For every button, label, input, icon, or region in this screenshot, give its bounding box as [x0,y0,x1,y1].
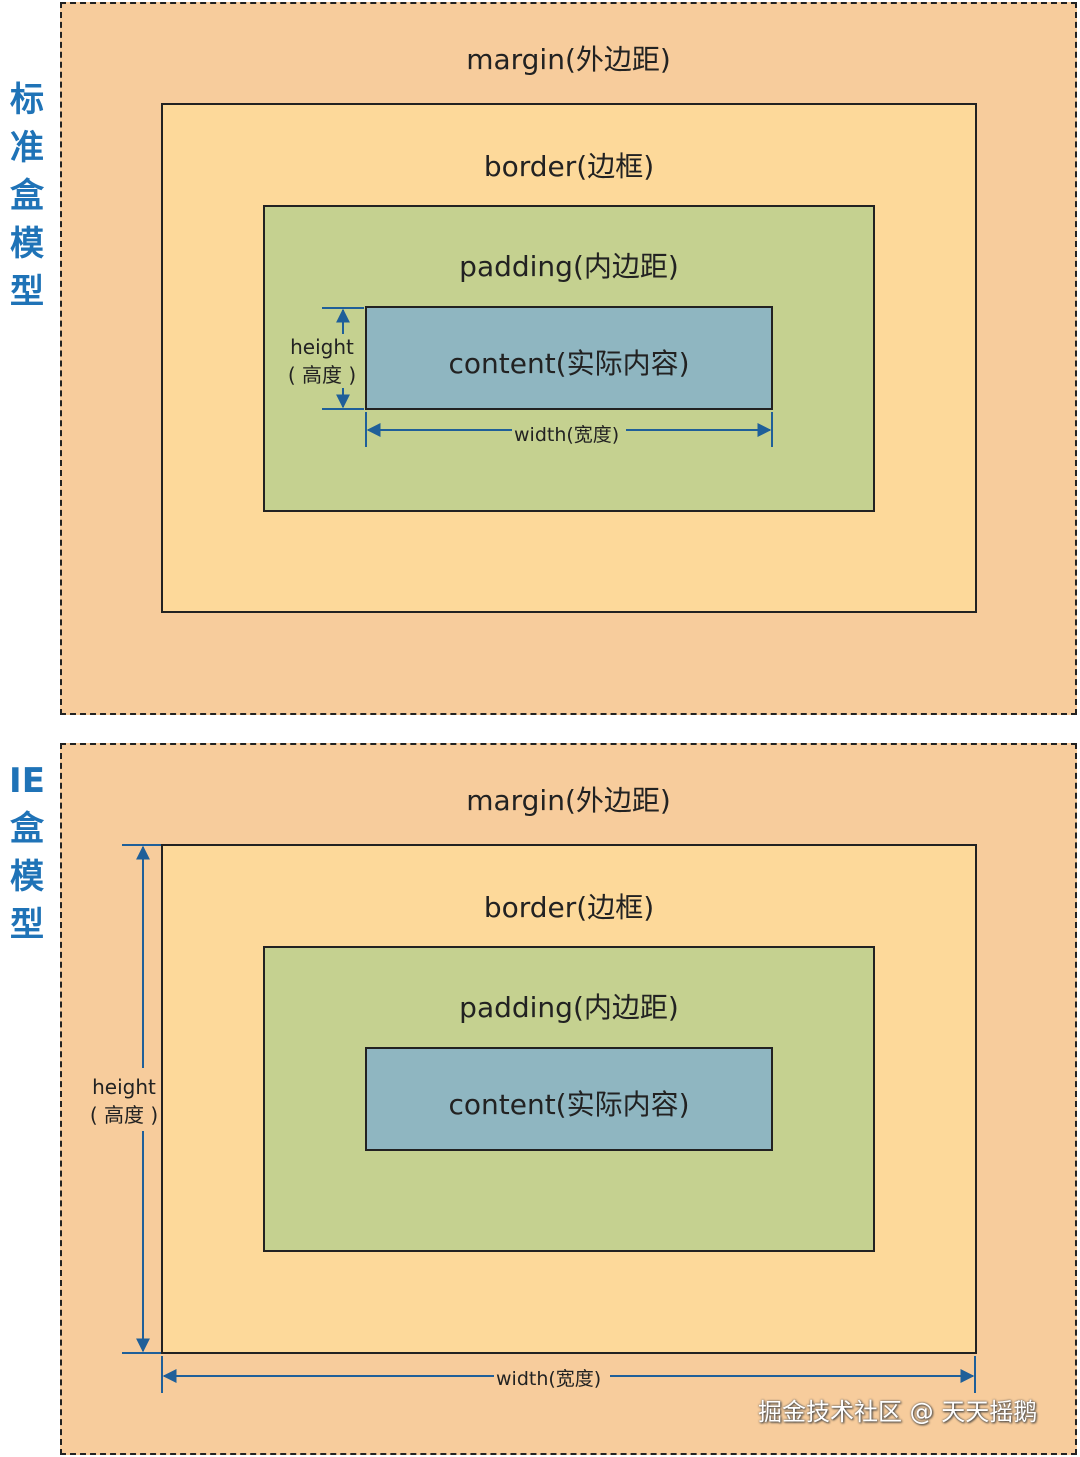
border-label: border(边框) [483,150,655,183]
title-char: 型 [10,272,44,312]
title-char: 盒 [10,176,44,216]
title-char: 盒 [10,809,44,849]
title-char: 准 [10,128,44,168]
title-char: 标 [10,80,44,120]
content-label: content(实际内容) [448,347,690,380]
height-text: height [290,335,354,359]
margin-label: margin(外边距) [466,43,671,76]
standard-content-box: content(实际内容) [365,306,773,410]
padding-label: padding(内边距) [459,991,679,1024]
standard-width-label: width(宽度) [514,424,620,446]
border-label: border(边框) [483,891,655,924]
standard-height-label: height ( 高度 ) [286,333,358,389]
title-char: 模 [10,224,44,264]
height-text: height [92,1075,156,1099]
standard-model-title: 标 准 盒 模 型 [4,76,50,316]
ie-height-label: height ( 高度 ) [88,1073,160,1129]
ie-content-box: content(实际内容) [365,1047,773,1151]
content-label: content(实际内容) [448,1088,690,1121]
watermark: 掘金技术社区 @ 天天摇鹅 [758,1398,1038,1426]
title-char: 模 [10,857,44,897]
ie-width-label: width(宽度) [496,1368,602,1390]
title-char: IE [9,761,45,801]
title-char: 型 [10,905,44,945]
height-cn-text: ( 高度 ) [287,363,357,387]
margin-label: margin(外边距) [466,784,671,817]
ie-model-title: IE 盒 模 型 [4,757,50,949]
height-cn-text: ( 高度 ) [89,1103,159,1127]
padding-label: padding(内边距) [459,250,679,283]
